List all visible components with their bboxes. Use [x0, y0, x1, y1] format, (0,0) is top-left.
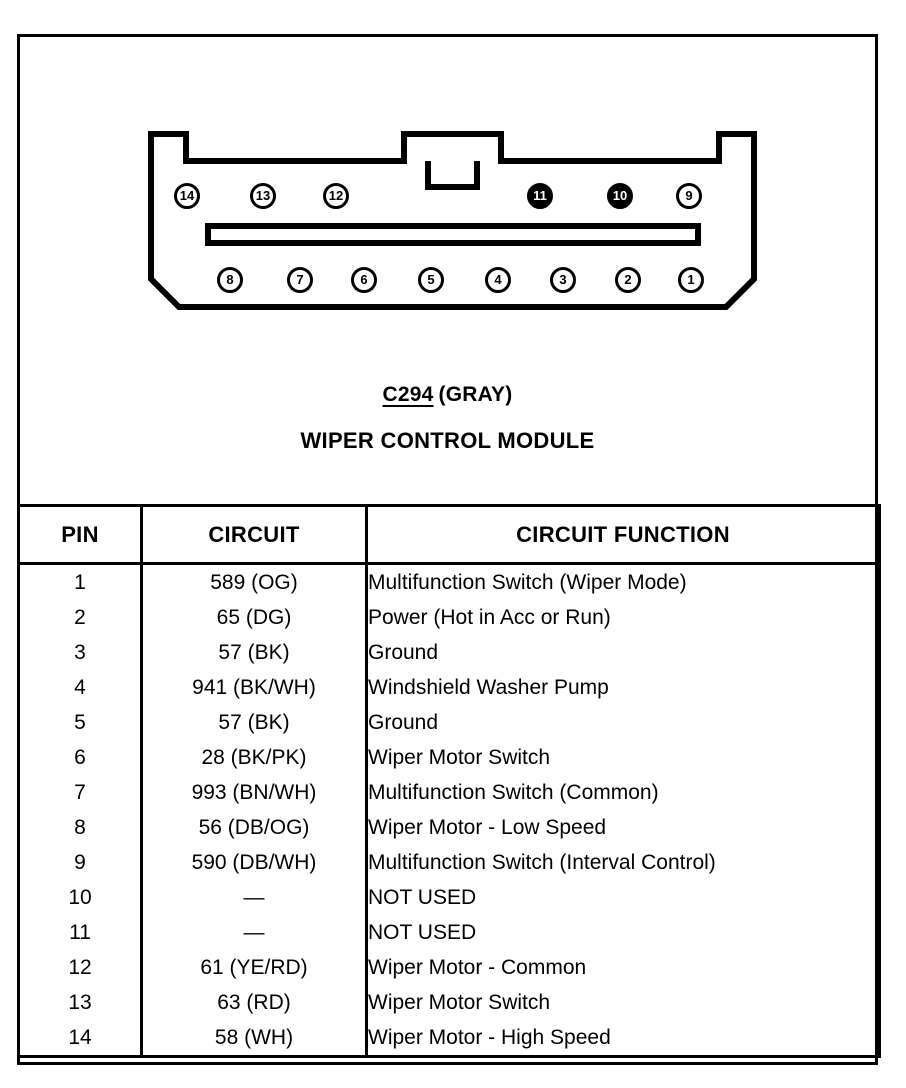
cell-circuit: 993 (BN/WH) [140, 775, 368, 810]
connector-pin-2: 2 [615, 267, 641, 293]
cell-function: Wiper Motor - Low Speed [365, 810, 881, 845]
cell-circuit: 57 (BK) [140, 705, 368, 740]
cell-circuit: 589 (OG) [140, 563, 368, 600]
connector-pin-7: 7 [287, 267, 313, 293]
cell-pin: 10 [17, 880, 143, 915]
connector-pin-9: 9 [676, 183, 702, 209]
table-header-row: PIN CIRCUIT CIRCUIT FUNCTION [17, 504, 881, 565]
connector-pin-1: 1 [678, 267, 704, 293]
cell-pin: 4 [17, 670, 143, 705]
connector-color-label: (GRAY) [438, 383, 513, 406]
header-circuit: CIRCUIT [140, 504, 368, 565]
cell-circuit: 61 (YE/RD) [140, 950, 368, 985]
cell-pin: 7 [17, 775, 143, 810]
cell-circuit: — [140, 880, 368, 915]
cell-circuit: 56 (DB/OG) [140, 810, 368, 845]
cell-circuit: 590 (DB/WH) [140, 845, 368, 880]
cell-pin: 5 [17, 705, 143, 740]
connector-pin-11: 11 [527, 183, 553, 209]
module-name: WIPER CONTROL MODULE [300, 428, 595, 453]
cell-pin: 9 [17, 845, 143, 880]
connector-pin-13: 13 [250, 183, 276, 209]
cell-function: Wiper Motor Switch [365, 740, 881, 775]
cell-function: Multifunction Switch (Wiper Mode) [365, 563, 881, 600]
connector-pin-3: 3 [550, 267, 576, 293]
cell-function: Multifunction Switch (Interval Control) [365, 845, 881, 880]
connector-latch-bar [205, 223, 701, 246]
header-pin: PIN [17, 504, 143, 565]
cell-function: Ground [365, 705, 881, 740]
cell-pin: 1 [17, 563, 143, 600]
connector-pin-14: 14 [174, 183, 200, 209]
connector-pin-5: 5 [418, 267, 444, 293]
connector-shell-path [148, 131, 757, 310]
cell-pin: 8 [17, 810, 143, 845]
cell-function: Windshield Washer Pump [365, 670, 881, 705]
cell-pin: 14 [17, 1020, 143, 1058]
cell-function: Wiper Motor Switch [365, 985, 881, 1020]
connector-title-block: C294(GRAY) WIPER CONTROL MODULE [17, 383, 878, 454]
cell-circuit: 57 (BK) [140, 635, 368, 670]
cell-function: Power (Hot in Acc or Run) [365, 600, 881, 635]
cell-circuit: 941 (BK/WH) [140, 670, 368, 705]
cell-circuit: 28 (BK/PK) [140, 740, 368, 775]
cell-circuit: — [140, 915, 368, 950]
cell-function: Wiper Motor - High Speed [365, 1020, 881, 1058]
connector-pin-10: 10 [607, 183, 633, 209]
connector-id: C294 [382, 383, 434, 406]
connector-pin-6: 6 [351, 267, 377, 293]
connector-key-notch [425, 161, 480, 190]
cell-pin: 2 [17, 600, 143, 635]
cell-function: NOT USED [365, 915, 881, 950]
cell-pin: 12 [17, 950, 143, 985]
cell-function: Multifunction Switch (Common) [365, 775, 881, 810]
cell-pin: 13 [17, 985, 143, 1020]
cell-function: Wiper Motor - Common [365, 950, 881, 985]
cell-circuit: 58 (WH) [140, 1020, 368, 1058]
header-function: CIRCUIT FUNCTION [365, 504, 881, 565]
cell-pin: 6 [17, 740, 143, 775]
connector-body-outline [148, 131, 757, 310]
cell-pin: 3 [17, 635, 143, 670]
connector-pin-12: 12 [323, 183, 349, 209]
cell-function: NOT USED [365, 880, 881, 915]
connector-pin-8: 8 [217, 267, 243, 293]
cell-pin: 11 [17, 915, 143, 950]
connector-diagram: 14 13 12 11 10 9 8 7 6 5 4 3 2 1 [146, 129, 760, 319]
connector-id-line: C294(GRAY) [17, 383, 878, 407]
cell-circuit: 65 (DG) [140, 600, 368, 635]
table-row: 11—NOT USED [17, 915, 881, 950]
connector-pin-4: 4 [485, 267, 511, 293]
cell-circuit: 63 (RD) [140, 985, 368, 1020]
cell-function: Ground [365, 635, 881, 670]
table-row: 10—NOT USED [17, 880, 881, 915]
